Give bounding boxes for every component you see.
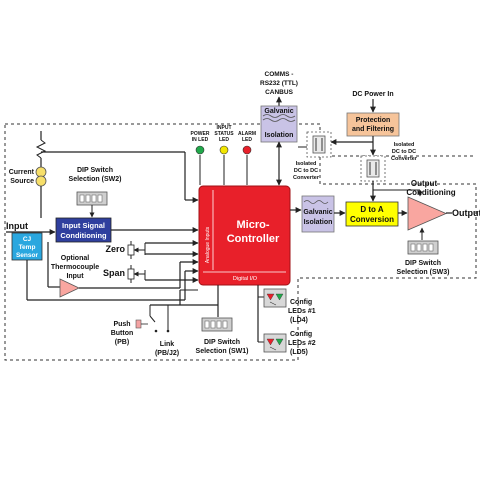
- protection-filtering-block: Protection and Filtering: [346, 112, 400, 137]
- comms-title-line-1: COMMS -: [265, 71, 294, 78]
- link-label-2: (PB/J2): [155, 350, 179, 357]
- dip-sw1-label-2: Selection (SW1): [196, 348, 249, 355]
- status-led-label-2: STATUS: [214, 131, 234, 137]
- dc-power-in-label: DC Power In: [352, 91, 393, 98]
- current-source-icon: [35, 166, 47, 187]
- output-conditioning-amp-icon: [407, 196, 448, 231]
- cj-label-1: CJ: [23, 236, 32, 243]
- input-label: Input: [6, 221, 28, 231]
- current-source-label-1: Current: [9, 169, 35, 176]
- zero-label: Zero: [105, 244, 125, 254]
- d-to-a-conversion-block: D to A Conversion: [345, 201, 399, 227]
- protection-label-1: Protection: [356, 117, 391, 124]
- config-ld4-label-3: (LD4): [290, 317, 308, 324]
- push-button-icon: [135, 305, 156, 329]
- status-led-label-3: LED: [219, 137, 229, 143]
- dcdc-left-label-1: Isolated: [296, 161, 317, 167]
- isolated-dcdc-left: [306, 131, 332, 158]
- span-potentiometer-icon: [127, 265, 145, 283]
- galvanic-comms-label-1: Galvanic: [264, 108, 293, 115]
- dcdc-right-label-3: Converter: [391, 156, 418, 162]
- output-label: Output: [452, 208, 480, 218]
- push-button-label-1: Push: [113, 321, 130, 328]
- config-leds-ld5-icon: [263, 333, 287, 353]
- d-to-a-label-1: D to A: [360, 205, 383, 214]
- galvanic-comms-label-2: Isolation: [265, 132, 294, 139]
- galvanic-isolation-comms: Galvanic Isolation: [260, 105, 298, 143]
- isolated-dcdc-right: [360, 155, 386, 182]
- push-button-label-2: Button: [111, 330, 134, 337]
- micro-label-2: Controller: [227, 233, 280, 245]
- d-to-a-label-2: Conversion: [350, 215, 394, 224]
- digital-io-label: Digital I/O: [233, 276, 258, 282]
- config-leds-ld4-icon: [263, 288, 287, 308]
- dip-sw1-label-1: DIP Switch: [204, 339, 240, 346]
- dip-sw2-label-1: DIP Switch: [77, 167, 113, 174]
- config-ld5-label-1: Config: [290, 331, 312, 338]
- thermo-label-2: Thermocouple: [51, 264, 99, 271]
- power-led-label-2: IN LED: [192, 137, 209, 143]
- span-label: Span: [103, 268, 125, 278]
- dip-switch-sw3-icon: [407, 240, 439, 255]
- link-jumper-icon: [154, 305, 170, 333]
- alarm-led: [242, 145, 252, 155]
- status-led-label-1: INPUT: [217, 125, 232, 131]
- config-ld4-label-1: Config: [290, 299, 312, 306]
- analogue-inputs-label: Analogue Inputs: [205, 226, 211, 263]
- dcdc-right-label-1: Isolated: [394, 142, 415, 148]
- dcdc-left-label-2: DC to DC: [294, 168, 318, 174]
- cj-label-3: Sensor: [16, 252, 39, 259]
- config-ld5-label-2: LEDs #2: [288, 340, 316, 347]
- input-cond-label-1: Input Signal: [62, 221, 105, 230]
- cj-label-2: Temp: [19, 244, 36, 251]
- dip-sw3-label-1: DIP Switch: [405, 260, 441, 267]
- micro-label-1: Micro-: [237, 219, 270, 231]
- power-in-led: [195, 145, 205, 155]
- push-button-label-3: (PB): [115, 339, 129, 346]
- cj-temp-sensor-block: CJ Temp Sensor: [11, 232, 43, 261]
- current-source-label-2: Source: [10, 178, 34, 185]
- output-cond-label-1: Output: [411, 179, 438, 188]
- power-led-label-1: POWER: [191, 131, 210, 137]
- dcdc-right-label-2: DC to DC: [392, 149, 416, 155]
- output-cond-label-2: Conditioning: [406, 188, 455, 197]
- dip-sw3-label-2: Selection (SW3): [397, 269, 450, 276]
- alarm-led-label-1: ALARM: [238, 131, 256, 137]
- input-status-led: [219, 145, 229, 155]
- config-ld5-label-3: (LD5): [290, 349, 308, 356]
- microcontroller-block: Micro- Controller Analogue Inputs Digita…: [198, 185, 291, 286]
- thermo-label-3: Input: [66, 273, 84, 280]
- galvanic-mid-label-1: Galvanic: [303, 209, 332, 216]
- input-cond-label-2: Conditioning: [60, 231, 107, 240]
- comms-title-line-3: CANBUS: [265, 89, 293, 96]
- resistor-icon: [35, 139, 47, 159]
- galvanic-mid-label-2: Isolation: [304, 219, 333, 226]
- alarm-led-label-2: LED: [242, 137, 252, 143]
- galvanic-isolation-output: Galvanic Isolation: [301, 195, 335, 233]
- dcdc-left-label-3: Converter: [293, 175, 320, 181]
- dip-switch-sw1-icon: [201, 317, 233, 332]
- thermo-label-1: Optional: [61, 255, 89, 262]
- comms-title-line-2: RS232 (TTL): [260, 80, 298, 87]
- link-label-1: Link: [160, 341, 174, 348]
- dip-switch-sw2-icon: [76, 191, 108, 206]
- input-signal-conditioning-block: Input Signal Conditioning: [55, 217, 112, 243]
- dip-sw2-label-2: Selection (SW2): [69, 176, 122, 183]
- isolated-input-region: [4, 123, 477, 361]
- protection-label-2: and Filtering: [352, 126, 394, 133]
- zero-potentiometer-icon: [127, 241, 145, 259]
- config-ld4-label-2: LEDs #1: [288, 308, 316, 315]
- thermocouple-amp-icon: [59, 278, 80, 298]
